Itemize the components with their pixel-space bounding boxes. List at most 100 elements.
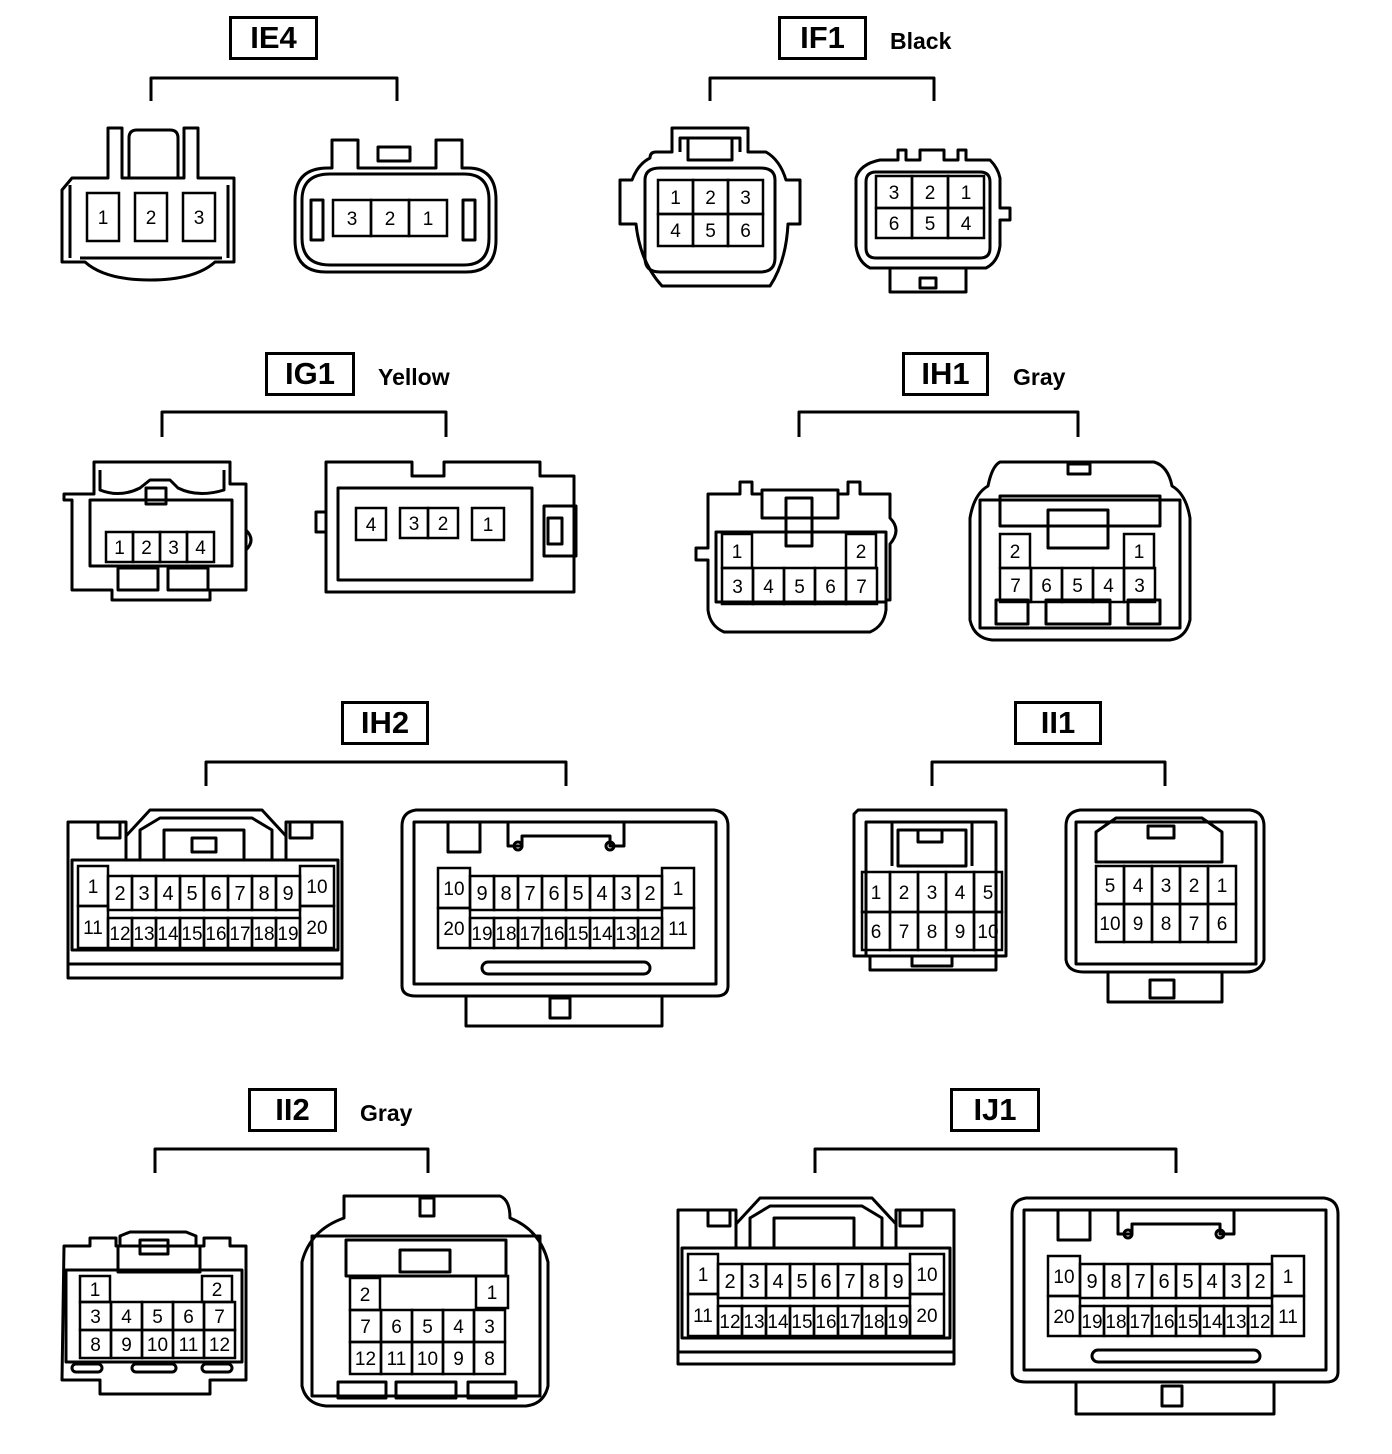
- ih2-female-pin-11: 11: [668, 919, 688, 940]
- ih2-female-pin-14: 14: [591, 924, 613, 945]
- ii1-female-pin-2: 2: [1189, 876, 1200, 897]
- ii2-male-pin-7: 7: [214, 1307, 225, 1328]
- ii2-male-pin-12: 12: [209, 1335, 230, 1356]
- ih2-male-pin-20-cell: [298, 904, 336, 950]
- ii1-male-housing: [852, 808, 1008, 972]
- ih2-male-pin-18: 18: [253, 924, 274, 945]
- ih2-female-pin-17: 17: [519, 924, 540, 945]
- ih2-female-pin-5: 5: [572, 883, 583, 905]
- ij1-male-pin-13: 13: [743, 1312, 764, 1333]
- ih2-female-pin-10: 10: [443, 879, 464, 900]
- ig1-female-pin-1: 1: [483, 515, 494, 536]
- ii1-female-pin-10: 10: [1099, 914, 1120, 935]
- ij1-male-pin-20: 20: [916, 1306, 937, 1327]
- ih1-female-pin-4: 4: [1103, 576, 1114, 597]
- ih2-male-pin-11: 11: [83, 918, 103, 939]
- ie4-female-pin-3: 3: [347, 209, 358, 230]
- connector-label-ih1: IH1: [902, 352, 989, 396]
- bracket-ij1: [813, 1147, 1178, 1173]
- ii2-female-pin-8-cell: [472, 1340, 507, 1376]
- ii2-female-pin-6: 6: [391, 1317, 402, 1338]
- ij1-female-pin-20: 20: [1053, 1307, 1074, 1328]
- ih1-female-pin-7: 7: [1010, 576, 1021, 597]
- ig1-female-pin-2-cell: [426, 506, 460, 540]
- ii2-female-pin-1: 1: [487, 1283, 498, 1304]
- ii2-male-pin-6: 6: [183, 1307, 194, 1328]
- ii1-male-pin-10-cell: [972, 910, 1004, 952]
- ij1-male-housing: [676, 1196, 956, 1366]
- ig1-male-pin-3: 3: [168, 538, 179, 559]
- connector-color-ih1: Gray: [1013, 364, 1066, 390]
- ii2-male-pin-5: 5: [152, 1307, 163, 1328]
- ih1-male-pin-6: 6: [825, 577, 836, 598]
- ii1-male-pin-3: 3: [927, 883, 938, 904]
- ih2-female-pin-13: 13: [615, 924, 636, 945]
- ig1-female-pin-4: 4: [366, 515, 377, 536]
- ij1-male-pin-1: 1: [698, 1265, 709, 1286]
- ie4-male-pin-1-cell: [85, 191, 121, 243]
- ii1-female-pin-9: 9: [1133, 914, 1144, 935]
- ij1-male-pin-19: 19: [887, 1312, 908, 1333]
- bracket-ih1: [797, 410, 1080, 437]
- ih2-male-pin-8: 8: [258, 883, 269, 905]
- ij1-female-pin-17: 17: [1129, 1312, 1150, 1333]
- ii2-female-pin-9: 9: [453, 1349, 464, 1370]
- ij1-female-pin-16: 16: [1153, 1312, 1174, 1333]
- ie4-male-housing: [60, 126, 236, 282]
- ih2-male-pin-14: 14: [157, 924, 179, 945]
- ih2-female-pin-12: 12: [639, 924, 660, 945]
- ij1-female-pin-6: 6: [1158, 1271, 1169, 1293]
- if1-male-pin-2: 2: [705, 188, 716, 209]
- ii1-male-pin-10: 10: [977, 922, 998, 943]
- ij1-male-pin-18: 18: [863, 1312, 884, 1333]
- ii2-female-pin-11: 11: [387, 1349, 407, 1370]
- bracket-if1: [708, 76, 936, 101]
- ih2-female-pin-16: 16: [543, 924, 564, 945]
- ih2-male-pin-3: 3: [138, 883, 149, 905]
- ie4-female-pin-1: 1: [423, 209, 434, 230]
- ij1-female-pin-7: 7: [1134, 1271, 1145, 1293]
- ig1-male-pin-1: 1: [114, 538, 125, 559]
- ih2-male-pin-1: 1: [88, 877, 99, 898]
- ih2-male-pin-5: 5: [186, 883, 197, 905]
- ih1-female-pin-1: 1: [1134, 542, 1145, 563]
- ij1-female-pin-2: 2: [1254, 1271, 1265, 1293]
- ii1-female-pin-8: 8: [1161, 914, 1172, 935]
- connector-label-ii1: II1: [1014, 701, 1102, 745]
- ih2-male-pin-10: 10: [306, 877, 327, 898]
- ig1-female-housing: [314, 460, 578, 594]
- connector-label-ij1: IJ1: [950, 1088, 1040, 1132]
- ig1-female-pin-4-cell: [354, 506, 388, 542]
- ii1-female-pin-6-cell: [1206, 902, 1238, 944]
- bracket-ii2: [153, 1147, 430, 1173]
- ii2-male-pin-2: 2: [212, 1280, 223, 1301]
- ih2-male-pin-9: 9: [282, 883, 293, 905]
- ii1-male-pin-8: 8: [927, 922, 938, 943]
- ij1-male-pin-4: 4: [772, 1271, 783, 1293]
- ii2-female-pin-12: 12: [355, 1349, 376, 1370]
- ii2-male-pin-1: 1: [90, 1280, 101, 1301]
- ih2-female-housing: [400, 808, 730, 1028]
- bracket-ig1: [160, 410, 448, 437]
- ij1-female-pin-3: 3: [1230, 1271, 1241, 1293]
- ie4-male-pin-3-cell: [181, 191, 217, 243]
- ih2-female-pin-6: 6: [548, 883, 559, 905]
- ie4-male-pin-2: 2: [146, 208, 157, 229]
- if1-female-pin-6: 6: [889, 214, 900, 235]
- if1-male-pin-6-cell: [726, 212, 765, 248]
- ii1-male-pin-4: 4: [955, 883, 966, 904]
- ij1-male-pin-2: 2: [724, 1271, 735, 1293]
- connector-color-ii2: Gray: [360, 1100, 413, 1126]
- ii1-female-pin-7: 7: [1189, 914, 1200, 935]
- ih2-female-pin-8: 8: [500, 883, 511, 905]
- bracket-ie4: [149, 76, 399, 101]
- ih1-female-pin-5: 5: [1072, 576, 1083, 597]
- ij1-male-pin-11: 11: [693, 1306, 713, 1327]
- ii1-male-pin-9: 9: [955, 922, 966, 943]
- if1-female-pin-2: 2: [925, 183, 936, 204]
- ii1-female-pin-3: 3: [1161, 876, 1172, 897]
- if1-female-pin-1: 1: [961, 183, 972, 204]
- ii1-female-pin-5: 5: [1105, 876, 1116, 897]
- connector-label-ig1: IG1: [265, 352, 355, 396]
- ih1-female-pin-3: 3: [1134, 576, 1145, 597]
